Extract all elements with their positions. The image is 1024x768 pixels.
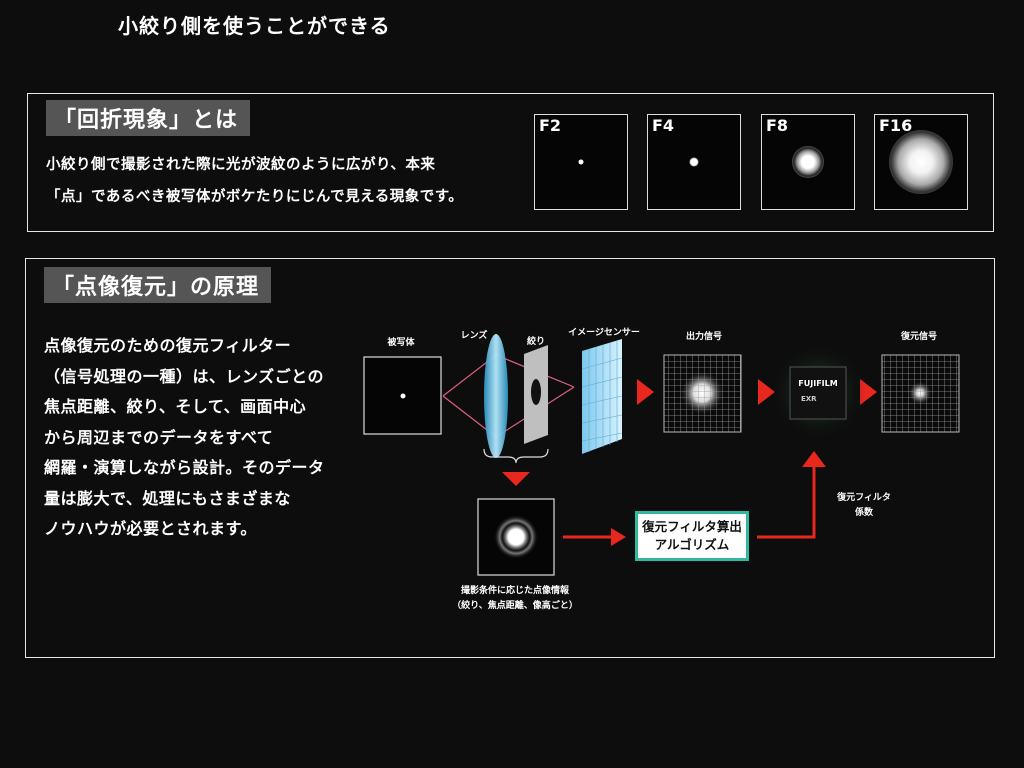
restoration-description: 点像復元のための復元フィルター （信号処理の一種）は、レンズごとの 焦点距離、絞… — [44, 331, 325, 545]
aperture-f16-label: F16 — [879, 116, 913, 135]
output-label: 出力信号 — [686, 330, 722, 342]
arrow-psf-head — [611, 528, 626, 546]
intro-text: 小絞り側を使うことができる — [118, 14, 391, 38]
diffraction-line-1: 小絞り側で撮影された際に光が波紋のように広がり、本来 — [46, 157, 436, 173]
arrow-algo-head — [802, 451, 826, 467]
restored-label: 復元信号 — [900, 330, 937, 342]
algorithm-box: 復元フィルタ算出 アルゴリズム — [635, 511, 749, 561]
restored-grid — [881, 354, 960, 433]
processor-chip — [789, 366, 847, 420]
diffraction-panel: 「回折現象」とは 小絞り側で撮影された際に光が波紋のように広がり、本来 「点」で… — [27, 93, 994, 232]
restoration-line-7: ノウハウが必要とされます。 — [44, 519, 257, 538]
lens-aperture-brace — [483, 448, 549, 464]
arrow-down-to-psf — [502, 472, 530, 486]
diffraction-description: 小絞り側で撮影された際に光が波紋のように広がり、本来 「点」であるべき被写体がボ… — [46, 149, 463, 213]
chip-model: EXR — [801, 395, 817, 403]
aperture-f4-box: F4 — [647, 114, 741, 210]
chip-brand: FUJIFILM — [798, 379, 837, 388]
restoration-line-6: 量は膨大で、処理にもさまざまな — [44, 488, 291, 508]
aperture-hole — [531, 379, 541, 405]
sensor-label: イメージセンサー — [568, 327, 640, 338]
restoration-line-2: （信号処理の一種）は、レンズごとの — [44, 366, 325, 386]
psf-label: 撮影条件に応じた点像情報 — [461, 584, 570, 596]
diffraction-line-2: 「点」であるべき被写体がボケたりにじんで見える現象です。 — [46, 189, 464, 205]
output-grid — [663, 354, 742, 433]
coef-label-2: 係数 — [855, 506, 874, 518]
restoration-line-4: から周辺までのデータをすべて — [44, 427, 274, 447]
aperture-label: 絞り — [527, 335, 545, 347]
diffraction-heading: 「回折現象」とは — [46, 100, 251, 136]
restoration-line-1: 点像復元のための復元フィルター — [44, 336, 292, 355]
restoration-line-3: 焦点距離、絞り、そして、画面中心 — [44, 397, 307, 416]
aperture-f4-label: F4 — [652, 116, 675, 135]
restoration-diagram: 被写体 レンズ 絞り イメージセンサー 出力信号 復元信号 — [363, 327, 960, 611]
lens-shape — [484, 334, 508, 458]
algorithm-line-1: 復元フィルタ算出 — [642, 519, 742, 534]
aperture-f2-label: F2 — [539, 116, 562, 135]
aperture-f8-spot — [792, 146, 824, 178]
sensor-grid — [581, 341, 623, 452]
aperture-f16-box: F16 — [874, 114, 968, 210]
subject-label: 被写体 — [387, 336, 415, 348]
arrow-to-output — [637, 379, 654, 405]
aperture-f8-box: F8 — [761, 114, 855, 210]
restoration-line-5: 網羅・演算しながら設計。そのデータ — [44, 458, 325, 477]
lens-label: レンズ — [461, 329, 488, 341]
aperture-f2-box: F2 — [534, 114, 628, 210]
aperture-f16-spot — [889, 130, 953, 194]
coef-label-1: 復元フィルタ — [836, 491, 891, 503]
psf-sublabel: （絞り、焦点距離、像高ごと） — [452, 599, 578, 611]
beam-top — [442, 354, 575, 397]
psf-rings — [494, 515, 538, 559]
arrow-to-chip — [758, 379, 775, 405]
restoration-heading: 「点像復元」の原理 — [44, 267, 272, 303]
image-sensor — [582, 339, 622, 454]
arrow-algo-line — [757, 464, 816, 539]
aperture-f8-label: F8 — [766, 116, 789, 135]
aperture-f4-spot — [689, 157, 699, 167]
subject-point — [400, 393, 406, 399]
aperture-f2-spot — [578, 159, 584, 165]
algorithm-line-2: アルゴリズム — [654, 537, 730, 552]
restoration-panel: 「点像復元」の原理 点像復元のための復元フィルター （信号処理の一種）は、レンズ… — [25, 258, 995, 658]
beam-bottom — [442, 386, 575, 438]
